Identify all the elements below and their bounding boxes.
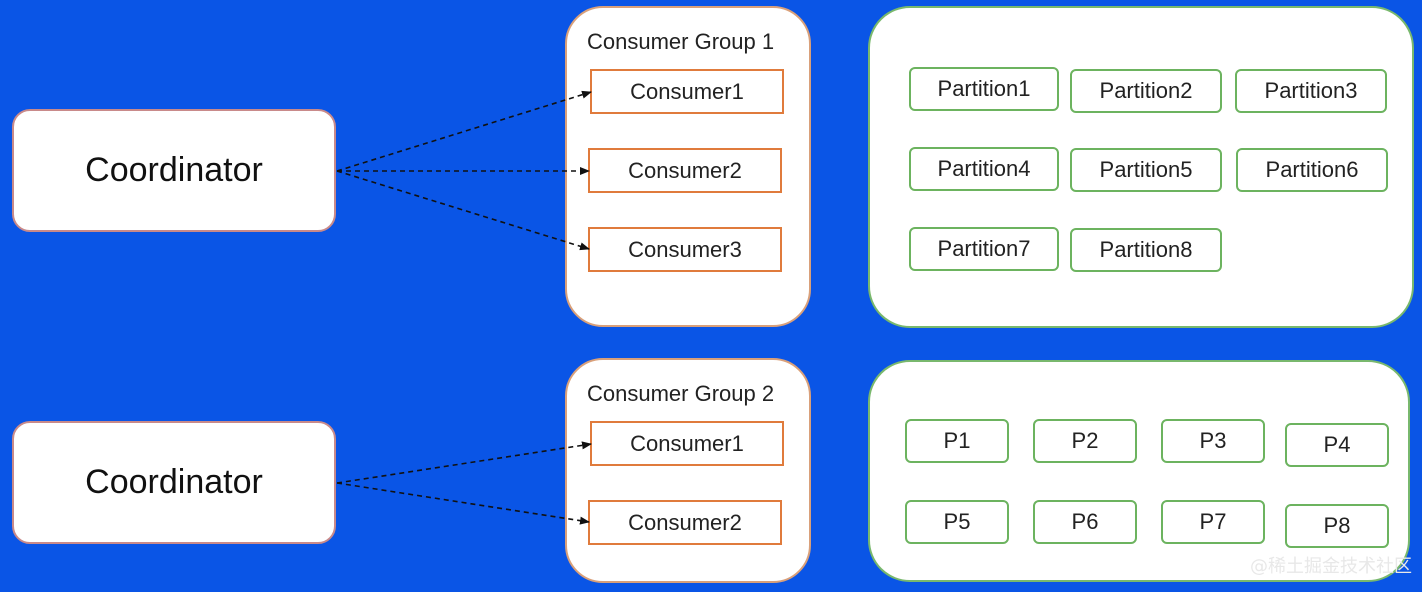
partition-p4: P4: [1285, 423, 1389, 467]
consumer-1-group-2: Consumer1: [590, 421, 784, 466]
consumer-2-group-1: Consumer2: [588, 148, 782, 193]
partition-p7: P7: [1161, 500, 1265, 544]
consumer-group-2-title: Consumer Group 2: [587, 381, 775, 406]
arrow-bottom-to-consumer2: [336, 482, 590, 525]
consumer-group-1-title: Consumer Group 1: [587, 29, 775, 54]
partition-6: Partition6: [1236, 148, 1388, 192]
consumer-2-group-2: Consumer2: [588, 500, 782, 545]
partition-3: Partition3: [1235, 69, 1387, 113]
arrow-top-to-consumer1: [336, 90, 592, 172]
partition-p5: P5: [905, 500, 1009, 544]
partition-p1: P1: [905, 419, 1009, 463]
coordinator-top: Coordinator: [12, 109, 336, 232]
arrow-top-to-consumer3: [336, 170, 590, 251]
partition-p2: P2: [1033, 419, 1137, 463]
consumer-group-2: Consumer Group 2: [565, 358, 811, 583]
partition-8: Partition8: [1070, 228, 1222, 272]
partition-7: Partition7: [909, 227, 1059, 271]
partition-p3: P3: [1161, 419, 1265, 463]
consumer-1-group-1: Consumer1: [590, 69, 784, 114]
partition-5: Partition5: [1070, 148, 1222, 192]
partition-1: Partition1: [909, 67, 1059, 111]
consumer-3-group-1: Consumer3: [588, 227, 782, 272]
partition-4: Partition4: [909, 147, 1059, 191]
partition-2: Partition2: [1070, 69, 1222, 113]
partition-panel-bottom: [868, 360, 1410, 582]
watermark: @稀土掘金技术社区: [1250, 556, 1412, 577]
coordinator-bottom: Coordinator: [12, 421, 336, 544]
arrow-bottom-to-consumer1: [336, 441, 592, 484]
partition-p8: P8: [1285, 504, 1389, 548]
partition-p6: P6: [1033, 500, 1137, 544]
